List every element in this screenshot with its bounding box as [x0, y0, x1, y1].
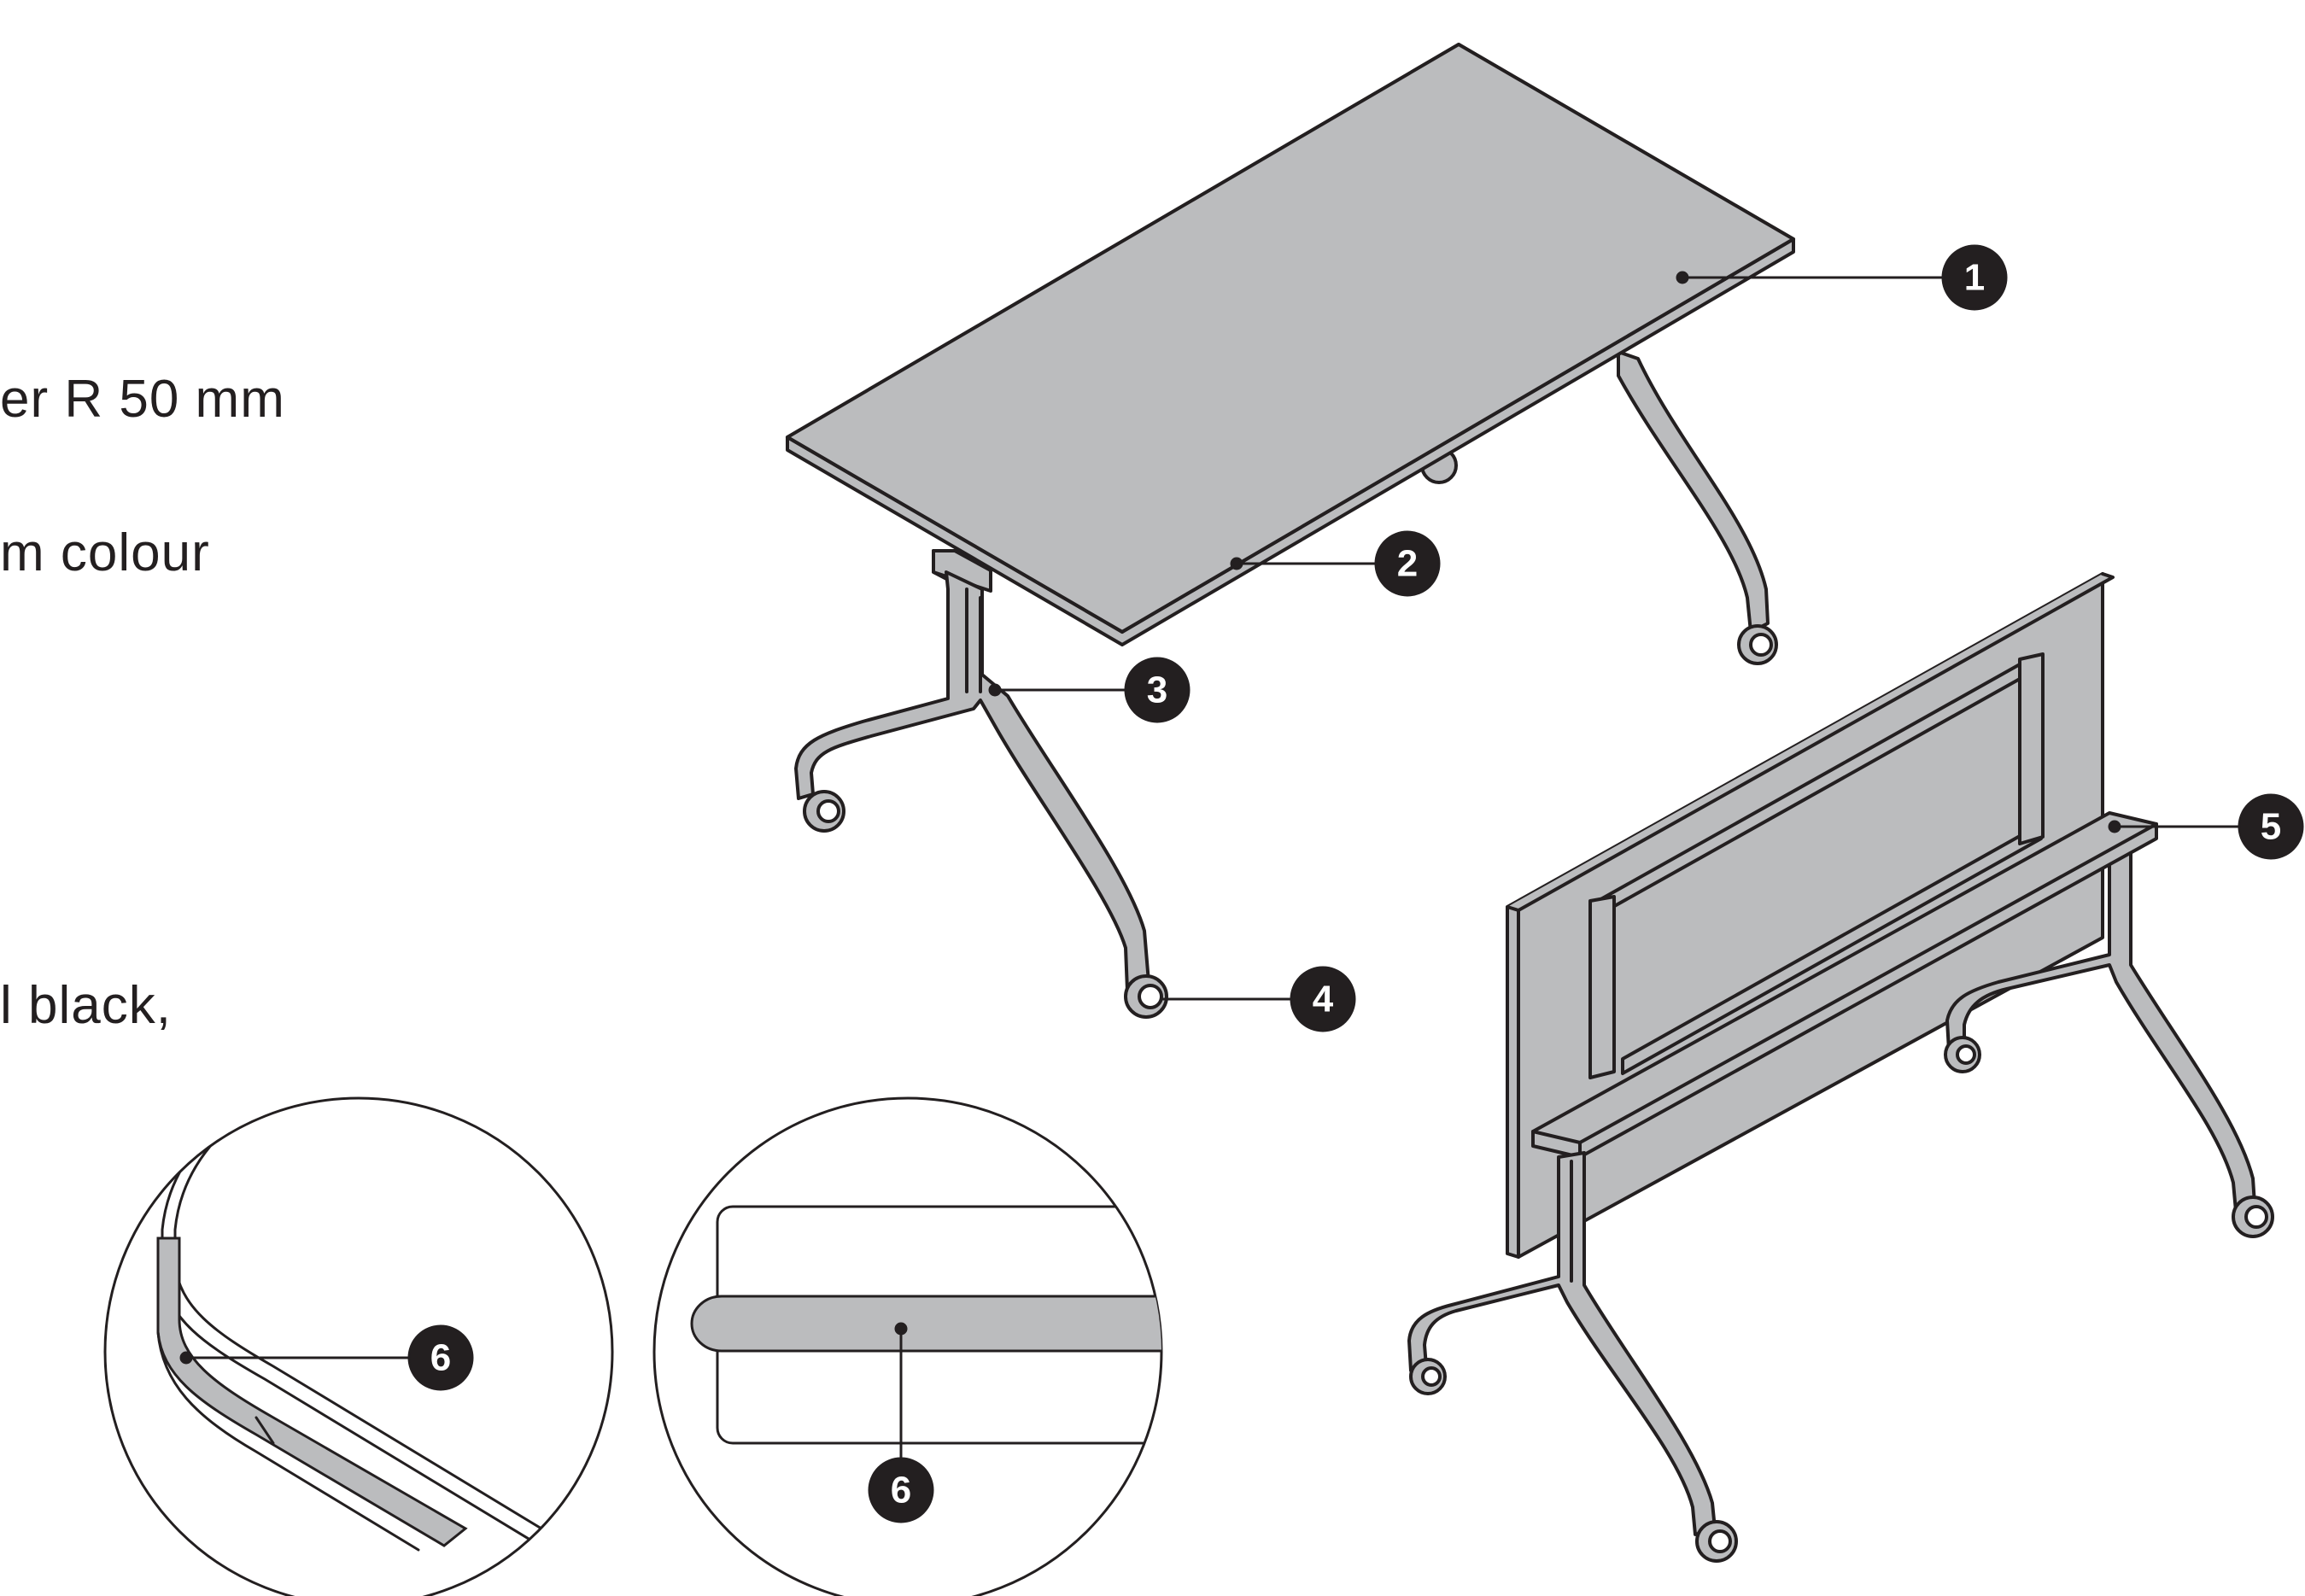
folded-table: [1407, 572, 2274, 1563]
callout-5-marker: [2108, 820, 2121, 833]
callout-labels: 1 2 3 4 5 6 6: [430, 257, 2281, 1511]
callout-2-label: 2: [1397, 543, 1418, 585]
text-fragment-black: l black,: [0, 976, 172, 1035]
callout-3-label: 3: [1147, 669, 1167, 711]
callout-5-badge: [2238, 793, 2304, 860]
callout-4-label: 4: [1313, 979, 1334, 1020]
callout-2-badge: [1374, 530, 1441, 597]
folded-near-leg: [1407, 1151, 1717, 1536]
callout-3-marker: [988, 683, 1002, 697]
detail-corner-edge: [103, 1096, 614, 1596]
edge-band: [156, 1236, 468, 1547]
callout-1-marker: [1676, 271, 1689, 284]
front-leg-upright: [794, 570, 1150, 992]
callout-6a-marker: [179, 1351, 193, 1365]
callout-6a-label: 6: [430, 1337, 451, 1379]
callout-2-marker: [1230, 557, 1243, 570]
callout-5-label: 5: [2261, 806, 2281, 848]
callout-6b-badge: [868, 1457, 934, 1523]
text-fragment-colour: m colour: [0, 523, 210, 582]
callout-1-label: 1: [1964, 257, 1985, 299]
callout-3-badge: [1124, 657, 1191, 723]
detail-edge-profile: [652, 1096, 1163, 1596]
callout-6a-badge: [407, 1324, 474, 1391]
folded-stretcher: [1531, 811, 2158, 1159]
callout-4-badge: [1290, 966, 1356, 1032]
callout-6b-label: 6: [891, 1470, 911, 1511]
folded-far-leg: [1945, 831, 2256, 1213]
frame-post-left: [1588, 895, 1616, 1079]
callout-1-badge: [1941, 244, 2008, 311]
edge-band-profile: [690, 1295, 1161, 1353]
upright-table: [786, 43, 1795, 1019]
far-leg: [1617, 350, 1770, 634]
text-fragment-edge-radius: er R 50 mm: [0, 370, 285, 429]
frame-post-right: [2018, 652, 2045, 845]
callouts: [179, 244, 2304, 1523]
callout-6b-marker: [894, 1322, 908, 1336]
